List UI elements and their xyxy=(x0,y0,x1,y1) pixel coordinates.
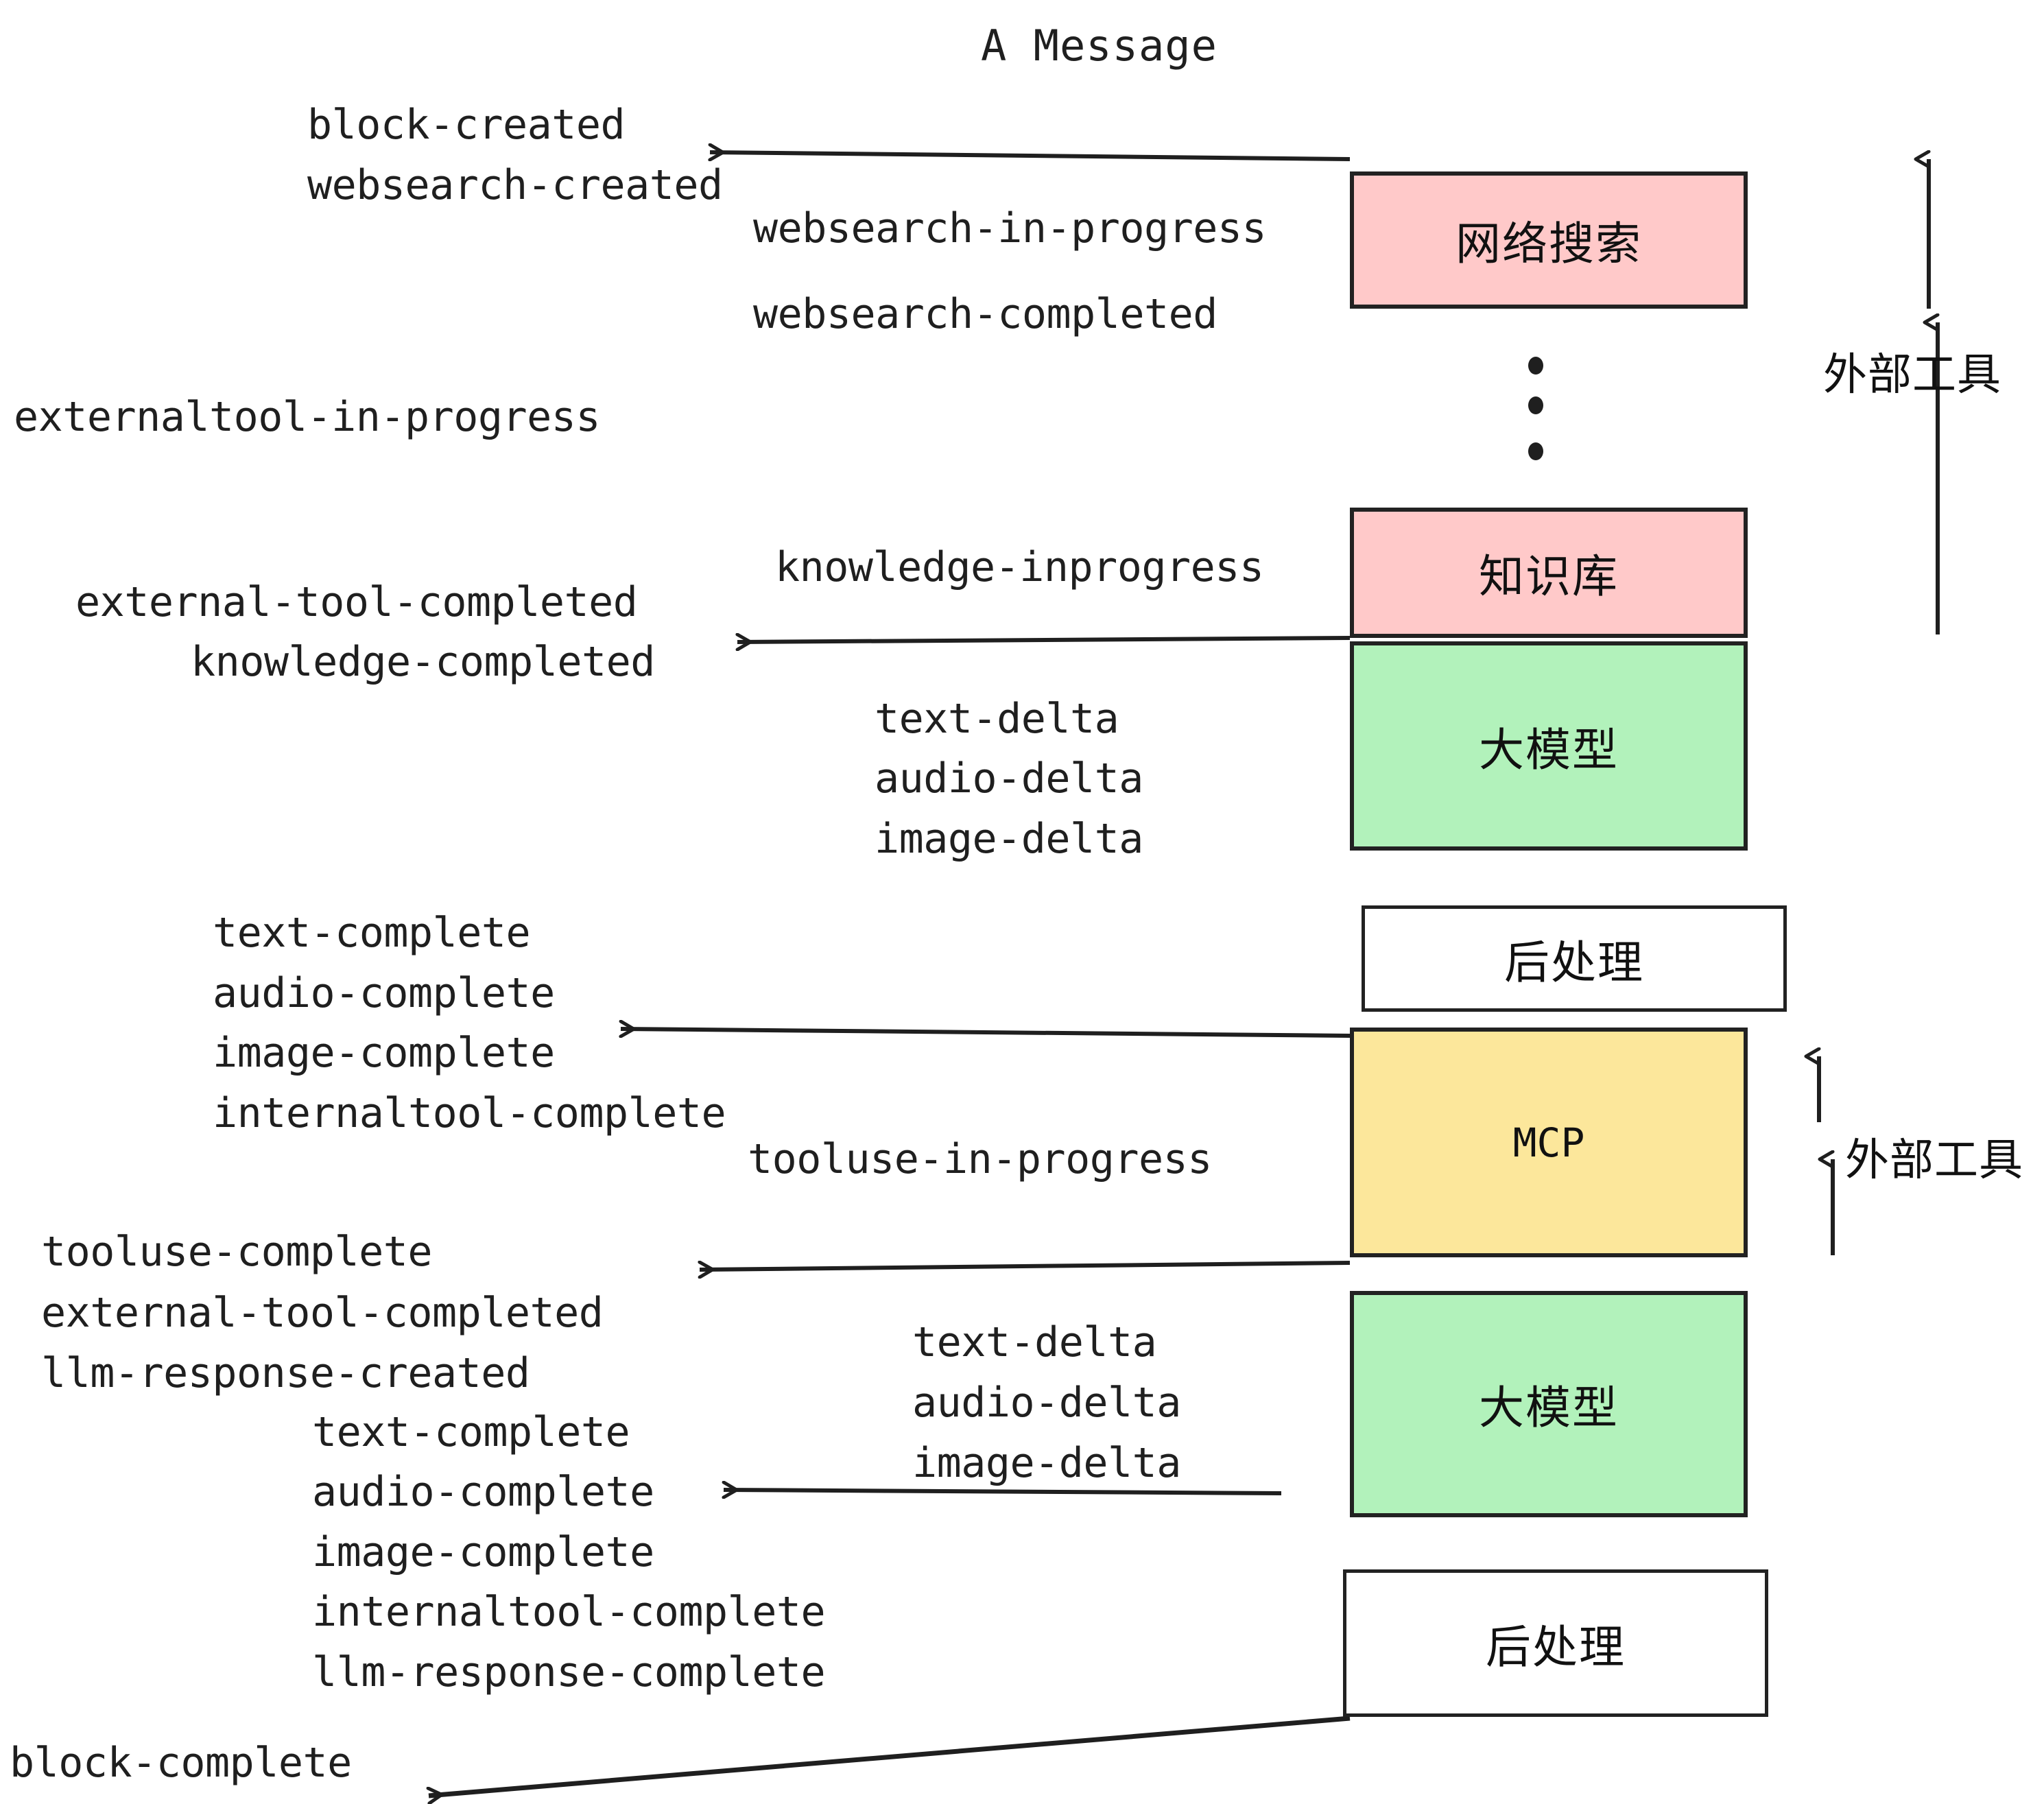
node-llm-1[interactable]: 大模型 xyxy=(1350,641,1748,851)
event-external-tool-completed-2: external-tool-completed xyxy=(41,1289,604,1337)
node-mcp[interactable]: MCP xyxy=(1350,1028,1748,1257)
event-audio-delta-2: audio-delta xyxy=(912,1379,1181,1427)
node-websearch-label: 网络搜索 xyxy=(1455,217,1642,270)
event-text-delta-1: text-delta xyxy=(875,695,1119,743)
node-postprocessing-1-label: 后处理 xyxy=(1504,936,1644,989)
event-tooluse-in-progress: tooluse-in-progress xyxy=(748,1135,1212,1183)
event-tooluse-complete: tooluse-complete xyxy=(41,1228,432,1276)
ellipsis-dot xyxy=(1528,396,1543,414)
event-llm-response-complete: llm-response-complete xyxy=(312,1648,826,1696)
event-audio-complete-2: audio-complete xyxy=(312,1468,654,1516)
event-websearch-in-progress: websearch-in-progress xyxy=(753,204,1267,252)
arrow-websearch-to-block-created xyxy=(710,152,1351,159)
event-llm-response-created: llm-response-created xyxy=(41,1349,530,1397)
event-block-complete: block-complete xyxy=(10,1739,352,1787)
node-postprocessing-2-label: 后处理 xyxy=(1486,1620,1626,1674)
arrow-mcp-to-tooluse-complete xyxy=(700,1263,1351,1270)
event-knowledge-inprogress: knowledge-inprogress xyxy=(775,543,1264,591)
group-label-external-tools-top: 外部工具 xyxy=(1823,350,2001,401)
node-postprocessing-1[interactable]: 后处理 xyxy=(1362,905,1787,1012)
event-text-complete-2: text-complete xyxy=(312,1408,630,1456)
event-audio-delta-1: audio-delta xyxy=(875,755,1143,803)
event-websearch-created: websearch-created xyxy=(307,161,723,209)
node-websearch[interactable]: 网络搜索 xyxy=(1350,171,1748,309)
event-internaltool-complete-1: internaltool-complete xyxy=(213,1089,726,1137)
event-knowledge-completed: knowledge-completed xyxy=(191,638,655,686)
node-llm-2-label: 大模型 xyxy=(1479,1381,1619,1434)
event-audio-complete-1: audio-complete xyxy=(213,969,555,1017)
event-text-delta-2: text-delta xyxy=(912,1318,1157,1366)
arrow-knowledge-to-knowledge-completed xyxy=(737,638,1351,642)
event-websearch-completed: websearch-completed xyxy=(753,290,1217,338)
ellipsis-dot xyxy=(1528,357,1543,375)
page-title: A Message xyxy=(981,21,1217,71)
event-external-tool-completed-1: external-tool-completed xyxy=(75,578,638,626)
node-llm-2[interactable]: 大模型 xyxy=(1350,1291,1748,1517)
event-text-complete-1: text-complete xyxy=(213,909,531,957)
ellipsis-dot xyxy=(1528,442,1543,460)
arrow-postproc2-to-block-complete xyxy=(429,1716,1351,1796)
event-image-complete-2: image-complete xyxy=(312,1528,654,1576)
event-image-complete-1: image-complete xyxy=(213,1029,555,1077)
event-internaltool-complete-2: internaltool-complete xyxy=(312,1588,826,1636)
event-externaltool-in-progress: externaltool-in-progress xyxy=(14,393,600,441)
node-mcp-label: MCP xyxy=(1512,1119,1585,1166)
node-knowledge-label: 知识库 xyxy=(1479,550,1619,603)
node-llm-1-label: 大模型 xyxy=(1479,723,1619,776)
event-block-created: block-created xyxy=(307,101,626,149)
node-postprocessing-2[interactable]: 后处理 xyxy=(1343,1569,1768,1717)
event-image-delta-1: image-delta xyxy=(875,815,1143,863)
event-image-delta-2: image-delta xyxy=(912,1439,1181,1487)
group-label-external-tools-bottom: 外部工具 xyxy=(1845,1135,2023,1186)
arrow-llm2-to-audio-complete xyxy=(724,1490,1282,1493)
node-knowledge[interactable]: 知识库 xyxy=(1350,508,1748,638)
arrow-postproc-to-image-complete xyxy=(621,1029,1352,1036)
